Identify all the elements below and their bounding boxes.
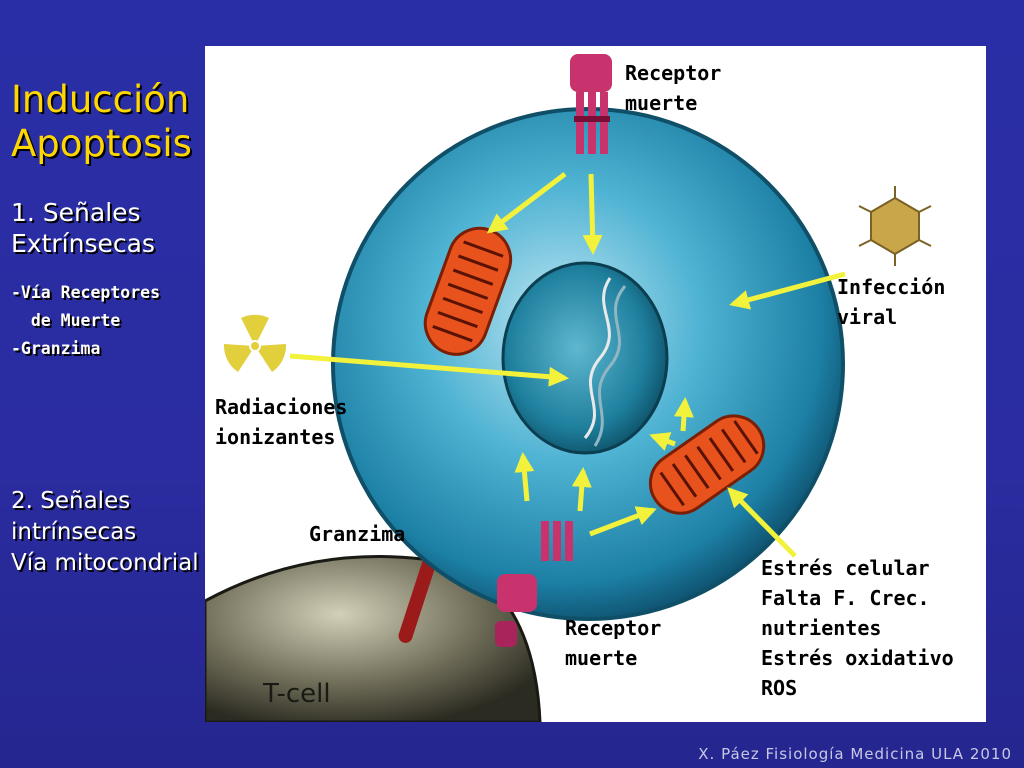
section-2-line-3: Vía mitocondrial xyxy=(11,550,199,576)
label-line: nutrientes xyxy=(761,616,882,640)
arrow xyxy=(727,487,797,558)
arrow xyxy=(582,173,603,255)
radiation-label: Radiaciones ionizantes xyxy=(215,392,347,452)
arrow xyxy=(289,353,569,387)
section-intrinsic-heading: 2. Señales intrínsecas Vía mitocondrial xyxy=(11,486,199,579)
receptor-top-label: Receptor muerte xyxy=(625,58,721,118)
diagram-panel: T-cell Receptor muerte Infección viral R… xyxy=(205,46,986,722)
mitochondrion-icon xyxy=(423,226,513,356)
section-1-line-2: Extrínsecas xyxy=(11,229,155,258)
label-line: muerte xyxy=(565,646,638,670)
label-line: Estrés celular xyxy=(761,556,930,580)
title-line-2: Apoptosis xyxy=(11,122,192,165)
title-line-1: Inducción xyxy=(11,78,190,121)
arrow xyxy=(486,172,567,234)
label-line: Radiaciones xyxy=(215,395,348,419)
sidebar-text: Inducción Apoptosis 1. Señales Extrínsec… xyxy=(0,0,205,768)
death-receptor-bottom-icon xyxy=(495,521,573,647)
label-line: Infección xyxy=(837,275,946,299)
label-line: Falta F. Crec. xyxy=(761,586,930,610)
label-line: Receptor xyxy=(565,616,662,640)
section-1-line-1: 1. Señales xyxy=(11,198,141,227)
virus-icon xyxy=(858,186,932,266)
arrow xyxy=(589,506,657,537)
nucleus xyxy=(501,261,669,455)
viral-infection-label: Infección viral xyxy=(837,272,945,332)
cellular-stress-label: Estrés celular Falta F. Crec. nutrientes… xyxy=(761,553,954,703)
section-2-line-2: intrínsecas xyxy=(11,519,137,545)
death-receptor-top-icon xyxy=(570,54,612,154)
label-line: Receptor xyxy=(625,61,722,85)
label-line: Granzima xyxy=(309,522,406,546)
t-cell-label: T-cell xyxy=(262,679,331,709)
receptor-bottom-label: Receptor muerte xyxy=(565,613,661,673)
arrow xyxy=(514,452,535,502)
list-item: -Granzima xyxy=(11,339,101,358)
apoptosis-diagram: T-cell xyxy=(205,54,932,722)
section-2-line-1: 2. Señales xyxy=(11,488,131,514)
label-line: ionizantes xyxy=(215,425,336,449)
extrinsic-list: -Vía Receptores de Muerte -Granzima xyxy=(11,279,160,363)
radiation-icon xyxy=(223,314,287,378)
arrow xyxy=(571,467,592,512)
list-item: de Muerte xyxy=(11,311,121,330)
signal-arrows xyxy=(289,172,846,558)
label-line: Estrés oxidativo xyxy=(761,646,954,670)
arrow xyxy=(649,432,676,451)
credit-footer: X. Páez Fisiología Medicina ULA 2010 xyxy=(698,745,1012,763)
section-extrinsic-heading: 1. Señales Extrínsecas xyxy=(11,197,155,259)
arrow xyxy=(729,271,846,310)
label-line: viral xyxy=(837,305,898,329)
list-item: -Vía Receptores xyxy=(11,283,161,302)
arrow xyxy=(673,397,694,432)
mitochondrion-icon xyxy=(648,414,766,515)
dna-icon xyxy=(583,277,627,447)
label-line: ROS xyxy=(761,676,798,700)
label-line: muerte xyxy=(625,91,698,115)
granzyme-label: Granzima xyxy=(309,519,405,549)
slide-title: Inducción Apoptosis xyxy=(11,78,192,166)
